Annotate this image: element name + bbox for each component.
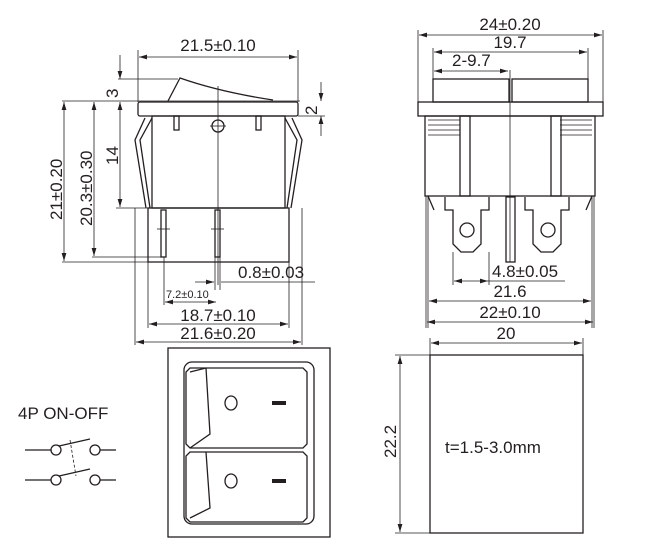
dim-rocker-width: 2-9.7	[452, 51, 491, 70]
dim-pin-thickness: 0.8±0.03	[238, 263, 304, 282]
circuit-symbol: 4P ON-OFF	[18, 404, 116, 486]
dim-pin-height: 20.3±0.30	[77, 150, 96, 226]
dim-body-height: 14	[103, 146, 122, 165]
dim-body-width-side: 22±0.10	[479, 303, 540, 322]
dim-total-height: 21±0.20	[47, 159, 66, 220]
dim-terminal-width: 4.8±0.05	[492, 262, 558, 281]
dim-clip-width: 21.6±0.20	[180, 324, 256, 343]
dim-clip-span: 21.6	[493, 282, 526, 301]
dim-pin-spacing: 7.2±0.10	[166, 289, 209, 301]
panel-cutout: 20 22.2 t=1.5-3.0mm	[381, 324, 584, 534]
dim-body-width: 18.7±0.10	[180, 306, 256, 325]
top-view-rockers	[167, 347, 331, 538]
dim-rocker-height: 3	[103, 89, 122, 98]
dim-rocker-span: 19.7	[493, 33, 526, 52]
dim-width-top: 21.5±0.10	[180, 36, 256, 55]
panel-thickness: t=1.5-3.0mm	[445, 438, 541, 457]
side-view: 24±0.20 19.7 2-9.7 4.8±0.05 21.6 22±0.10	[417, 15, 604, 328]
front-view: 21.5±0.10 3 2 21±0.20 20.3±0.30 14 0.8±0…	[47, 36, 325, 345]
dim-flange: 2	[302, 106, 321, 115]
dim-cutout-height: 22.2	[381, 425, 400, 458]
dim-overall-width: 24±0.20	[479, 15, 540, 34]
switch-type-label: 4P ON-OFF	[18, 404, 108, 423]
dim-cutout-width: 20	[497, 324, 516, 343]
